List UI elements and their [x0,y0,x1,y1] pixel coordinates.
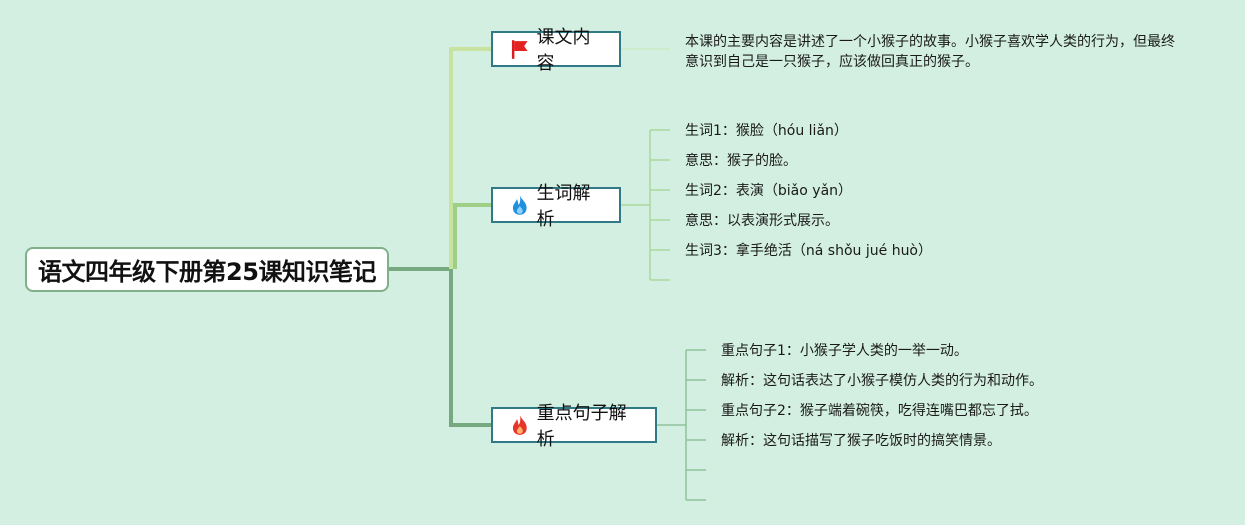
lesson-summary-text: 本课的主要内容是讲述了一个小猴子的故事。小猴子喜欢学人类的行为，但最终意识到自己… [685,34,1175,70]
sentence-item-1: 重点句子1：小猴子学人类的一举一动。 [721,343,968,359]
vocab-item-3: 生词2：表演（biǎo yǎn） [685,183,853,199]
red-flag-icon [511,40,528,59]
spine-to-branch-2 [453,203,491,269]
branch-lesson-content[interactable]: 课文内容 [491,27,621,74]
branch-3-ticks [686,349,706,501]
branch-3-bracket [656,350,687,500]
vocab-item-4: 意思：以表演形式展示。 [685,213,839,229]
blue-flame-icon [512,195,527,215]
vocab-item-5: 生词3：拿手绝活（ná shǒu jué huò） [685,243,933,259]
sentence-item-4: 解析：这句话描写了猴子吃饭时的搞笑情景。 [721,433,1001,449]
vocab-item-1: 生词1：猴脸（hóu liǎn） [685,123,848,139]
branch-label: 生词解析 [536,183,591,230]
red-flame-icon [512,415,527,435]
root-title: 语文四年级下册第25课知识笔记 [38,258,376,286]
sentence-item-3: 重点句子2：猴子端着碗筷，吃得连嘴巴都忘了拭。 [721,403,1038,419]
vocab-item-2: 意思：猴子的脸。 [685,153,797,169]
sentence-item-2: 解析：这句话表达了小猴子模仿人类的行为和动作。 [721,373,1043,389]
branch-key-sentences[interactable]: 重点句子解析 [491,403,657,450]
branch-label: 课文内容 [536,27,591,74]
spine-to-branch-3 [449,269,491,427]
root-topic[interactable]: 语文四年级下册第25课知识笔记 [25,247,389,292]
branch-label: 重点句子解析 [536,403,627,450]
spine-to-branch-1 [449,47,491,269]
branch-vocabulary[interactable]: 生词解析 [491,183,621,230]
branch-2-ticks [650,129,670,281]
branch-2-bracket [620,130,651,280]
